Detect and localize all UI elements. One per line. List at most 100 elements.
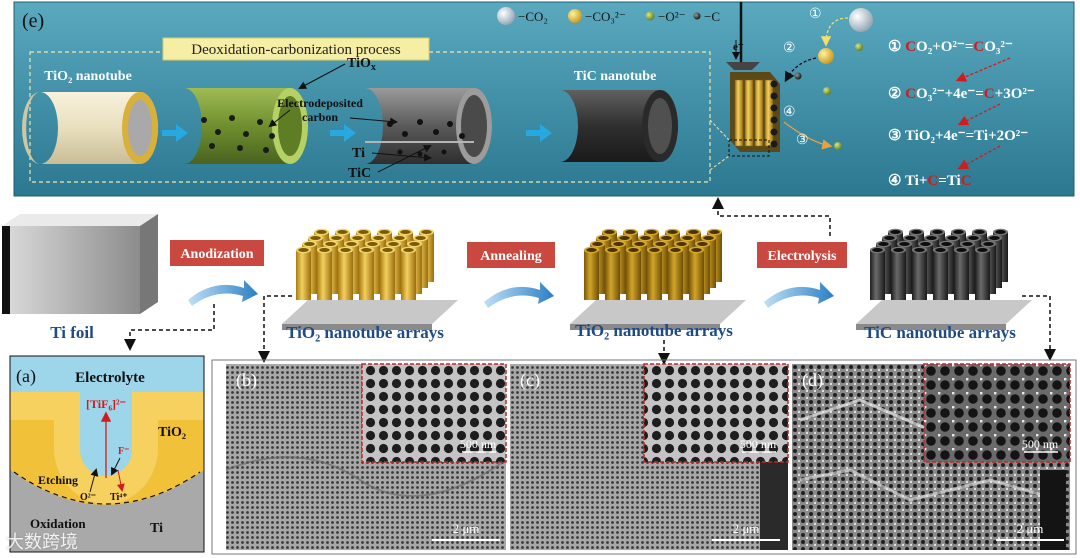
nanotube-pore (316, 230, 327, 234)
sem-c-label: (c) (520, 370, 540, 391)
sem-c: (c) 500 nm 2 μm (510, 363, 789, 550)
watermark: 大数跨境 (6, 532, 78, 553)
nanotube-pore (884, 236, 895, 240)
nanotube-pore (667, 230, 678, 234)
etching-label: Etching (38, 473, 78, 487)
process-title-box (162, 37, 430, 61)
nanotube (359, 250, 374, 300)
nanotube-pore (325, 242, 336, 246)
nanotube-pore (989, 236, 1000, 240)
nanotube (975, 250, 990, 300)
o2-label: O²⁻ (80, 492, 96, 503)
nanotube-pore (379, 230, 390, 234)
tio2-layer-label: TiO₂ (158, 425, 186, 440)
nanotube-pore (586, 248, 597, 252)
sem-b: (b) 500 nm 2 μm (225, 363, 507, 550)
reaction-1: ① CO₂+O²⁻=CO₃²⁻ (888, 39, 1013, 55)
nanotube (647, 250, 662, 300)
ti-foil-label: Ti foil (50, 323, 94, 342)
tic-halftube (560, 90, 678, 162)
step-mark: ① (809, 7, 822, 22)
tic-nanotube-label: TiC nanotube (574, 69, 657, 84)
electrolyte-label: Electrolyte (75, 370, 145, 386)
nanotube-pore (625, 230, 636, 234)
nanotube (317, 250, 332, 300)
curved-arrow-icon (188, 280, 258, 306)
nanotube-pore (607, 248, 618, 252)
nanotube-pore (911, 230, 922, 234)
nanotube-pore (604, 230, 615, 234)
nanotube-pore (676, 242, 687, 246)
nanotube-pore (968, 236, 979, 240)
electrode-bundle: e⁻ (709, 2, 780, 171)
curved-arrow-icon (484, 282, 554, 308)
reaction-2: ② CO₃²⁻+4e⁻=C+3O²⁻ (888, 86, 1035, 102)
substrate-plate (856, 300, 1032, 324)
nanotube-pore (304, 242, 315, 246)
substrate-plate (282, 300, 458, 324)
nanotube-pore (935, 248, 946, 252)
sem-frame (211, 359, 1077, 555)
sem-d-inset-scale: 500 nm (1022, 437, 1059, 451)
electrolysis-box (757, 242, 847, 268)
nanotube-pore (983, 242, 994, 246)
nanotube-pore (962, 242, 973, 246)
sem-c-scale: 2 μm (733, 521, 760, 536)
substrate-plate (570, 300, 746, 324)
tio2-annealed-array-label: TiO₂ nanotube arrays (575, 321, 733, 340)
nanotube-pore (995, 230, 1006, 234)
nanotube-pore (649, 248, 660, 252)
nanotube-pore (619, 236, 630, 240)
tic-label: TiC (348, 166, 371, 181)
nanotube-pore (688, 230, 699, 234)
nanotube-pore (367, 242, 378, 246)
reaction-4: ④ Ti+C=TiC (888, 173, 972, 189)
nanotube-pore (613, 242, 624, 246)
nanotube-pore (331, 236, 342, 240)
c-sphere-icon (693, 12, 701, 20)
ti4-label: Ti⁴⁺ (110, 492, 128, 503)
carbon-label: carbon (302, 110, 338, 124)
nanotube-pore (415, 236, 426, 240)
tio2-array-annealed (570, 228, 746, 330)
oxidation-label: Oxidation (30, 516, 86, 531)
o2-sphere-icon (855, 43, 863, 51)
nanotube-pore (661, 236, 672, 240)
nanotube-pore (920, 242, 931, 246)
nanotube-pore (655, 242, 666, 246)
nanotube (401, 250, 416, 300)
nanotube-pore (382, 248, 393, 252)
nanotube-pore (319, 248, 330, 252)
nanotube-pore (337, 230, 348, 234)
process-row: Ti foil Anodization Annealing Electrolys… (2, 197, 1056, 365)
reaction-3: ③ TiO₂+4e⁻=Ti+2O²⁻ (888, 128, 1028, 144)
tio2-nanotube-label: TiO₂ nanotube (44, 69, 132, 84)
nanotube-pore (298, 248, 309, 252)
nanotube-pore (977, 248, 988, 252)
sem-c-inset-scale: 500 nm (740, 437, 777, 451)
nanotube (933, 250, 948, 300)
c-sphere-icon (794, 72, 802, 80)
co3-sphere-icon (818, 48, 834, 64)
legend-c: −C (704, 9, 720, 24)
species-legend: −CO₂ −CO₃²⁻ −O²⁻ −C (497, 7, 720, 25)
legend-co2: −CO₂ (518, 9, 548, 24)
nanotube-pore (682, 236, 693, 240)
panel-a-label: (a) (16, 366, 36, 387)
step-mark: ③ (796, 133, 809, 148)
nanotube-pore (634, 242, 645, 246)
mechanism: ① ② ③ ④ (783, 7, 873, 150)
ti-substrate-label: Ti (150, 521, 163, 536)
nanotube (626, 250, 641, 300)
anodization-box (170, 240, 264, 266)
sem-d-label: (d) (802, 370, 823, 391)
panel-e-label: (e) (22, 10, 44, 32)
nanotube-pore (974, 230, 985, 234)
nanotube-pore (358, 230, 369, 234)
tio2-array-label: TiO₂ nanotube arrays (286, 323, 444, 342)
sem-d-scale: 2 μm (1017, 521, 1044, 536)
nanotube-pore (592, 242, 603, 246)
nanotube (338, 250, 353, 300)
legend-co3: −CO₃²⁻ (585, 9, 626, 24)
o2-sphere-icon (645, 11, 655, 21)
